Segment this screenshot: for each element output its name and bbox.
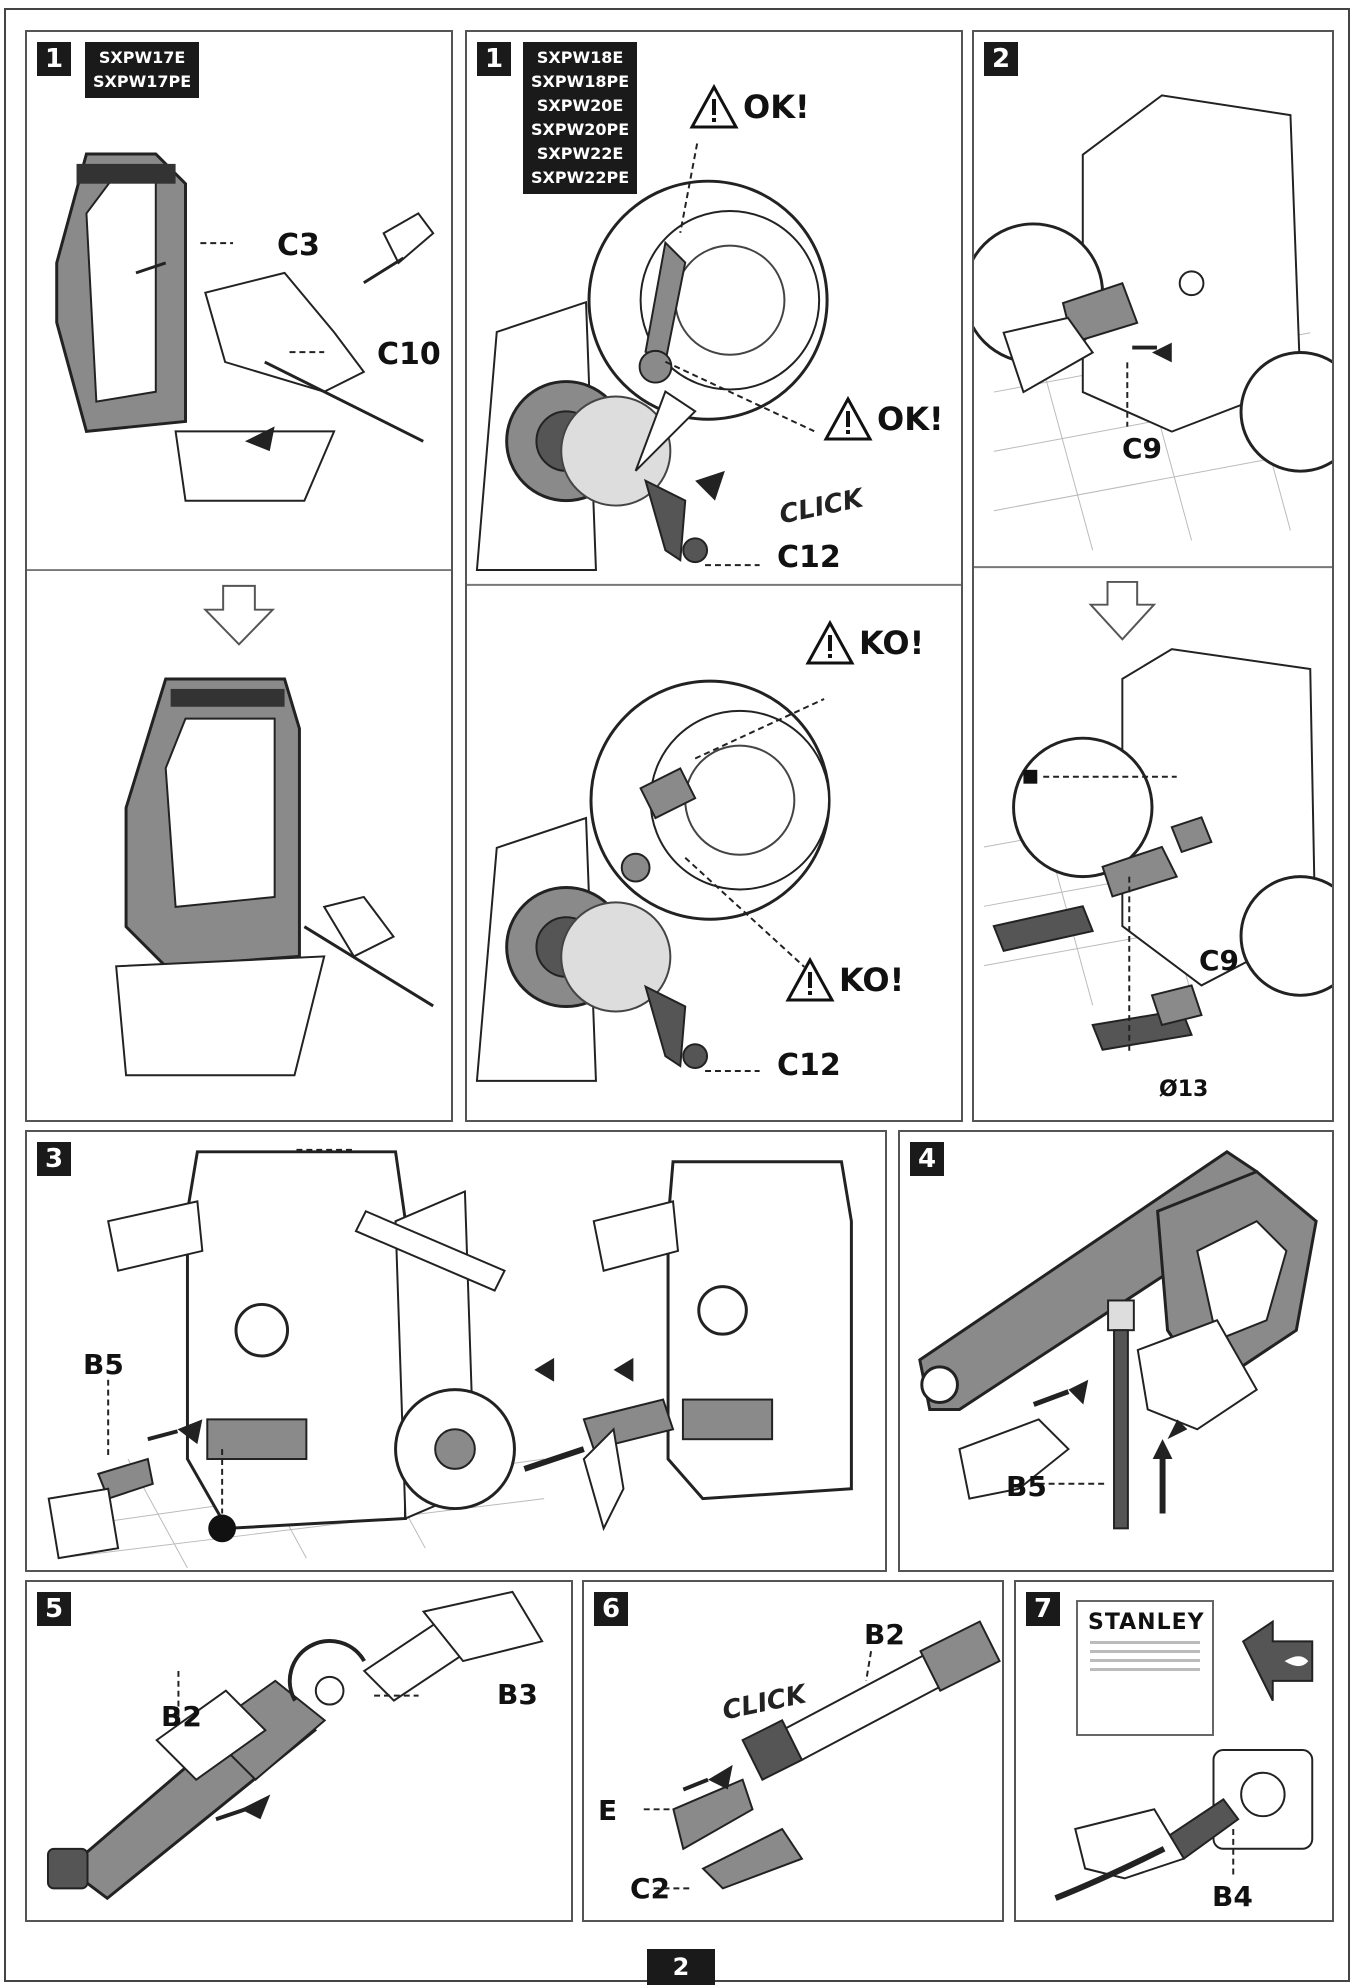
step-number: 4 — [910, 1142, 944, 1176]
model-name: SXPW17E — [98, 48, 186, 67]
part-label-e: E — [598, 1794, 618, 1827]
part-label-b5: B5 — [1006, 1470, 1047, 1503]
step-number: 1 — [37, 42, 71, 76]
ko-label: KO! — [859, 624, 925, 662]
model-name: SXPW17PE — [93, 72, 192, 91]
page-number: 2 — [647, 1949, 715, 1985]
step-7-panel: 7 STANLEY B4 — [1014, 1580, 1334, 1922]
model-list: SXPW17E SXPW17PE — [85, 42, 200, 98]
hose-to-machine-illustration — [47, 1148, 853, 1569]
warning-triangle-icon — [785, 957, 835, 1002]
handle-mount-illustration — [27, 152, 451, 1077]
step-number: 3 — [37, 1142, 71, 1176]
ok-warning: OK! — [823, 396, 944, 442]
ko-warning: KO! — [785, 957, 904, 1003]
step-number: 6 — [594, 1592, 628, 1626]
step-2-panel: 2 C9 C9 Ø13 — [972, 30, 1334, 1122]
power-plug-illustration — [1054, 1619, 1314, 1901]
model-list: SXPW18E SXPW18PE SXPW20E SXPW20PE SXPW22… — [523, 42, 638, 194]
diameter-label: Ø13 — [1159, 1077, 1209, 1102]
model-name: SXPW18PE — [531, 72, 630, 91]
manual-cover-card: STANLEY — [1076, 1600, 1214, 1736]
step-number: 5 — [37, 1592, 71, 1626]
spray-gun-illustration — [918, 1150, 1318, 1530]
hose-connection-illustration — [974, 94, 1332, 1055]
model-name: SXPW22E — [536, 144, 624, 163]
nozzle-attachment-illustration — [643, 1620, 1001, 1890]
warning-triangle-icon — [805, 620, 855, 665]
part-label-c12: C12 — [777, 540, 841, 575]
step-4-panel: 4 B5 — [898, 1130, 1334, 1572]
warning-triangle-icon — [689, 84, 739, 129]
part-label-c10: C10 — [377, 337, 441, 372]
model-name: SXPW22PE — [531, 168, 630, 187]
step-number: 2 — [984, 42, 1018, 76]
part-label-b2: B2 — [161, 1700, 202, 1733]
step-5-panel: 5 B2 B3 — [25, 1580, 573, 1922]
step-6-panel: 6 CLICK B2 E C2 — [582, 1580, 1004, 1922]
model-name: SXPW18E — [536, 48, 624, 67]
part-label-c2: C2 — [630, 1872, 671, 1905]
ok-warning: OK! — [689, 84, 810, 130]
part-label-b4: B4 — [1212, 1880, 1253, 1913]
model-name: SXPW20PE — [531, 120, 630, 139]
part-label-b2: B2 — [864, 1618, 905, 1651]
part-label-c9: C9 — [1199, 944, 1240, 977]
brand-logo: STANLEY — [1088, 1610, 1205, 1635]
ok-label: OK! — [743, 88, 810, 126]
ok-label: OK! — [877, 400, 944, 438]
hose-reel-crank-illustration — [467, 143, 961, 1082]
part-label-c3: C3 — [277, 228, 320, 263]
lance-assembly-illustration — [46, 1590, 544, 1901]
step-1-panel-b: 1 SXPW18E SXPW18PE SXPW20E SXPW20PE SXPW… — [465, 30, 963, 1122]
model-name: SXPW20E — [536, 96, 624, 115]
part-label-c9: C9 — [1122, 432, 1163, 465]
step-3-panel: 3 B5 — [25, 1130, 887, 1572]
part-label-b5: B5 — [83, 1348, 124, 1381]
step-number: 7 — [1026, 1592, 1060, 1626]
part-label-c12: C12 — [777, 1048, 841, 1083]
ko-warning: KO! — [805, 620, 924, 666]
ko-label: KO! — [839, 961, 905, 999]
step-1-panel-a: 1 SXPW17E SXPW17PE C3 C10 — [25, 30, 453, 1122]
warning-triangle-icon — [823, 396, 873, 441]
part-label-b3: B3 — [497, 1678, 538, 1711]
step-number: 1 — [477, 42, 511, 76]
